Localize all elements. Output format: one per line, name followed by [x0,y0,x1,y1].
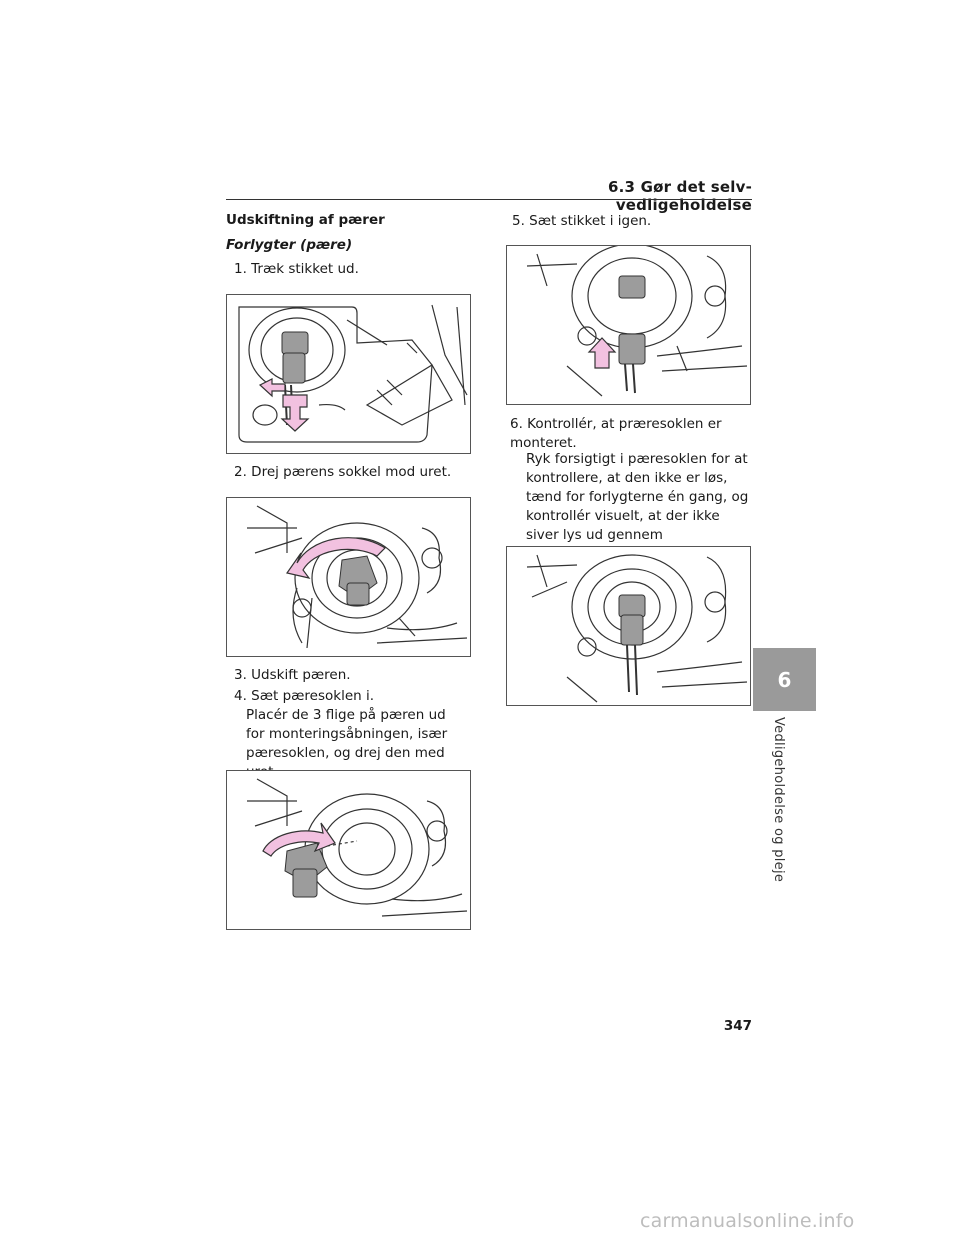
section-title: 6.3 Gør det selv-vedligeholdelse [608,178,752,214]
figure-installed [506,546,751,706]
step-5: 5. Sæt stikket i igen. [512,213,652,229]
step-4-note: Placér de 3 flige på pæren ud for monter… [246,707,448,780]
watermark: carmanualsonline.info [640,1210,855,1232]
page-number: 347 [723,1018,752,1034]
reconnect-plug-illustration [526,246,748,397]
figure-unplug [226,294,471,454]
insert-rotate-clockwise-illustration [247,778,468,917]
step-6: 6. Kontrollér, at præresoklen er montere… [510,416,722,451]
installed-bulb-illustration [526,554,748,703]
section-heading: Udskiftning af pærer [226,212,385,228]
unplug-connector-illustration [238,304,468,443]
figure-rotate-ccw [226,497,471,657]
header-divider [226,199,752,200]
step-1: 1. Træk stikket ud. [234,261,359,277]
figure-reconnect [506,245,751,405]
figure-insert-cw [226,770,471,930]
step-2: 2. Drej pærens sokkel mod uret. [234,464,452,480]
rotate-counterclockwise-illustration [247,505,468,649]
subsection-heading: Forlygter (pære) [226,237,353,253]
step-4: 4. Sæt pæresoklen i. [234,688,375,704]
chapter-label: Vedligeholdelse og pleje [771,717,786,883]
step-3: 3. Udskift pæren. [234,667,351,683]
chapter-tab: 6 [753,648,816,711]
